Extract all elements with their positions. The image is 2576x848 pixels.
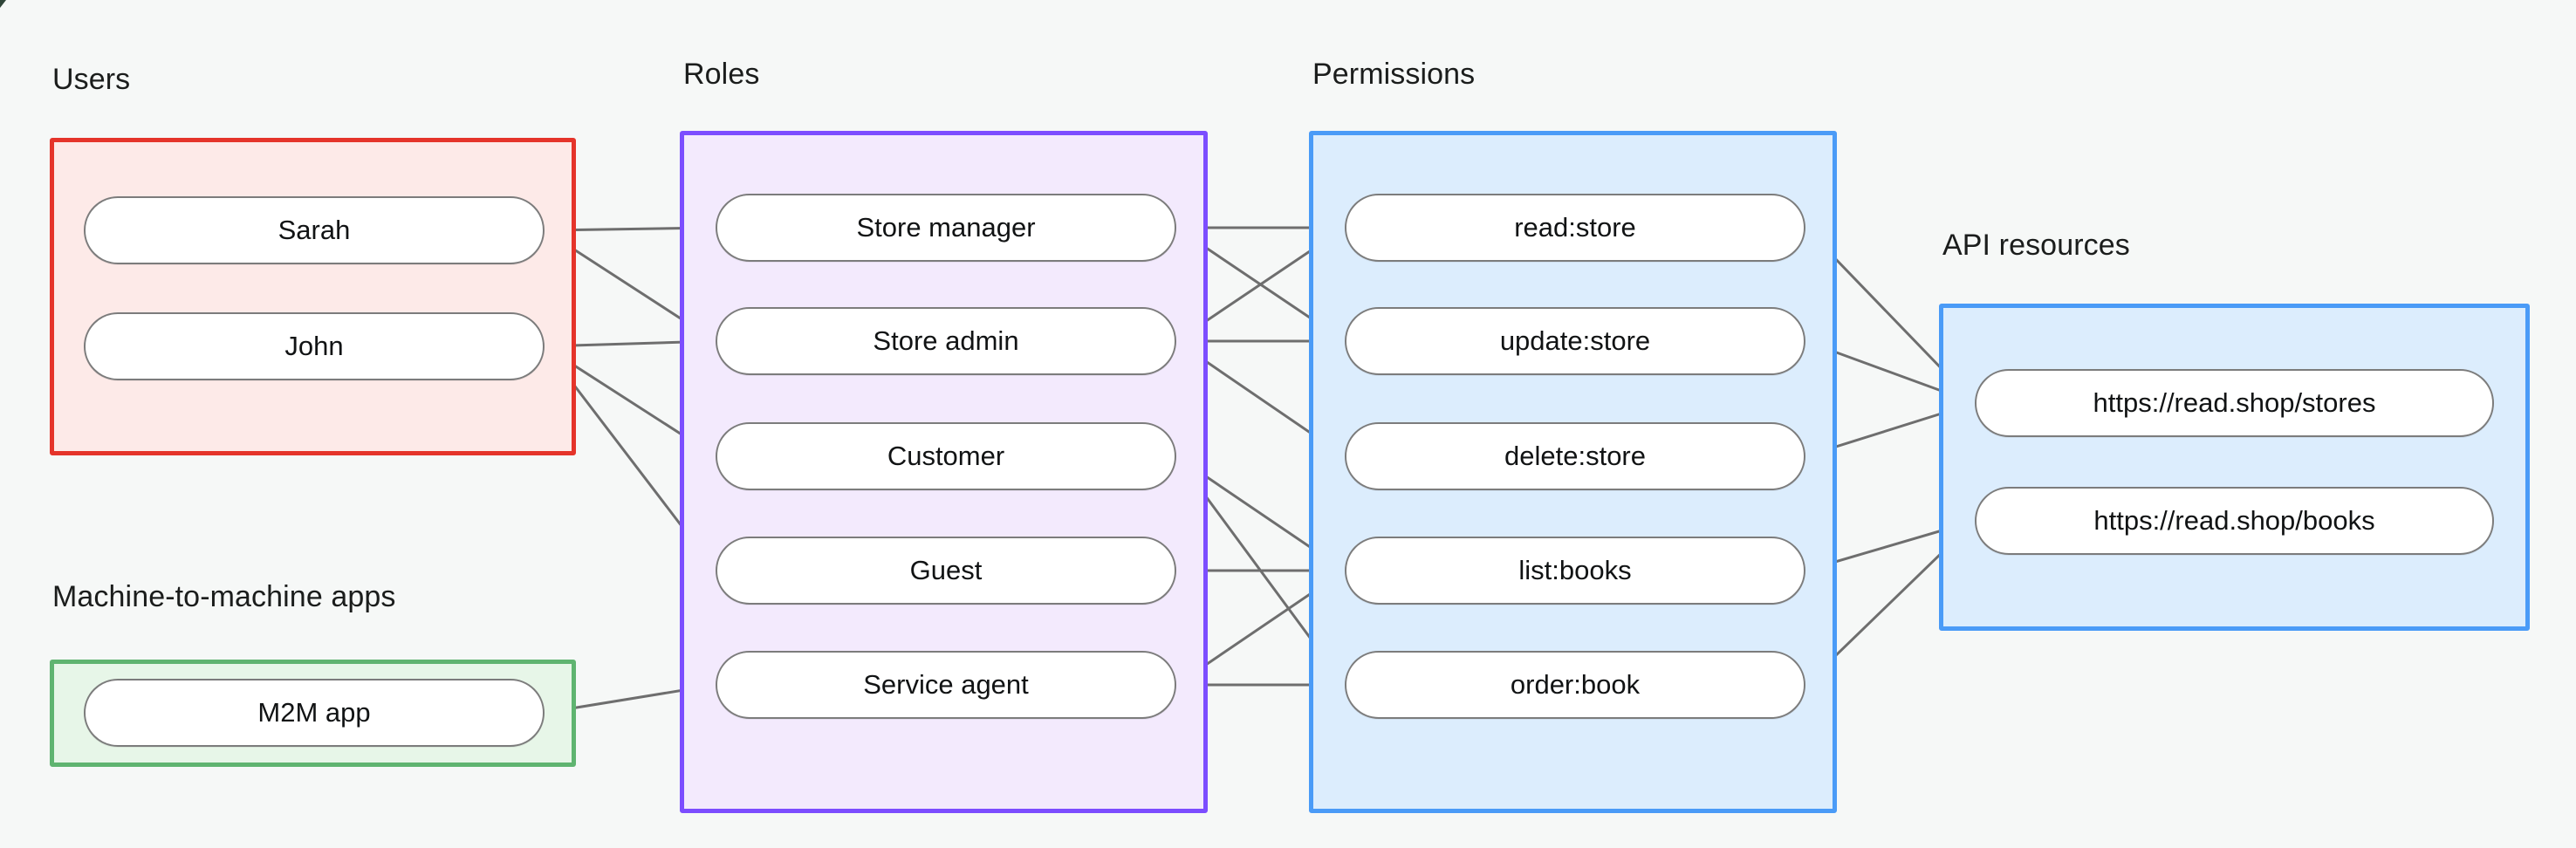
group-title-permissions: Permissions: [1312, 58, 1476, 91]
group-title-api-resources: API resources: [1942, 229, 2130, 262]
node-res-stores[interactable]: https://read.shop/stores: [1975, 369, 2494, 437]
node-delete-store[interactable]: delete:store: [1345, 422, 1805, 490]
node-sarah[interactable]: Sarah: [84, 196, 545, 264]
node-store-manager[interactable]: Store manager: [716, 194, 1176, 262]
node-read-store[interactable]: read:store: [1345, 194, 1805, 262]
node-guest[interactable]: Guest: [716, 537, 1176, 605]
group-title-roles: Roles: [683, 58, 760, 91]
node-update-store[interactable]: update:store: [1345, 307, 1805, 375]
node-store-admin[interactable]: Store admin: [716, 307, 1176, 375]
node-list-books[interactable]: list:books: [1345, 537, 1805, 605]
group-box-api-resources: [1939, 304, 2530, 631]
corner-mark-icon: [0, 0, 6, 8]
node-john[interactable]: John: [84, 312, 545, 380]
node-service-agent[interactable]: Service agent: [716, 651, 1176, 719]
group-title-m2m: Machine-to-machine apps: [52, 580, 396, 613]
node-order-book[interactable]: order:book: [1345, 651, 1805, 719]
node-m2mapp[interactable]: M2M app: [84, 679, 545, 747]
node-res-books[interactable]: https://read.shop/books: [1975, 487, 2494, 555]
group-box-users: [50, 138, 576, 455]
group-title-users: Users: [52, 63, 131, 96]
node-customer[interactable]: Customer: [716, 422, 1176, 490]
